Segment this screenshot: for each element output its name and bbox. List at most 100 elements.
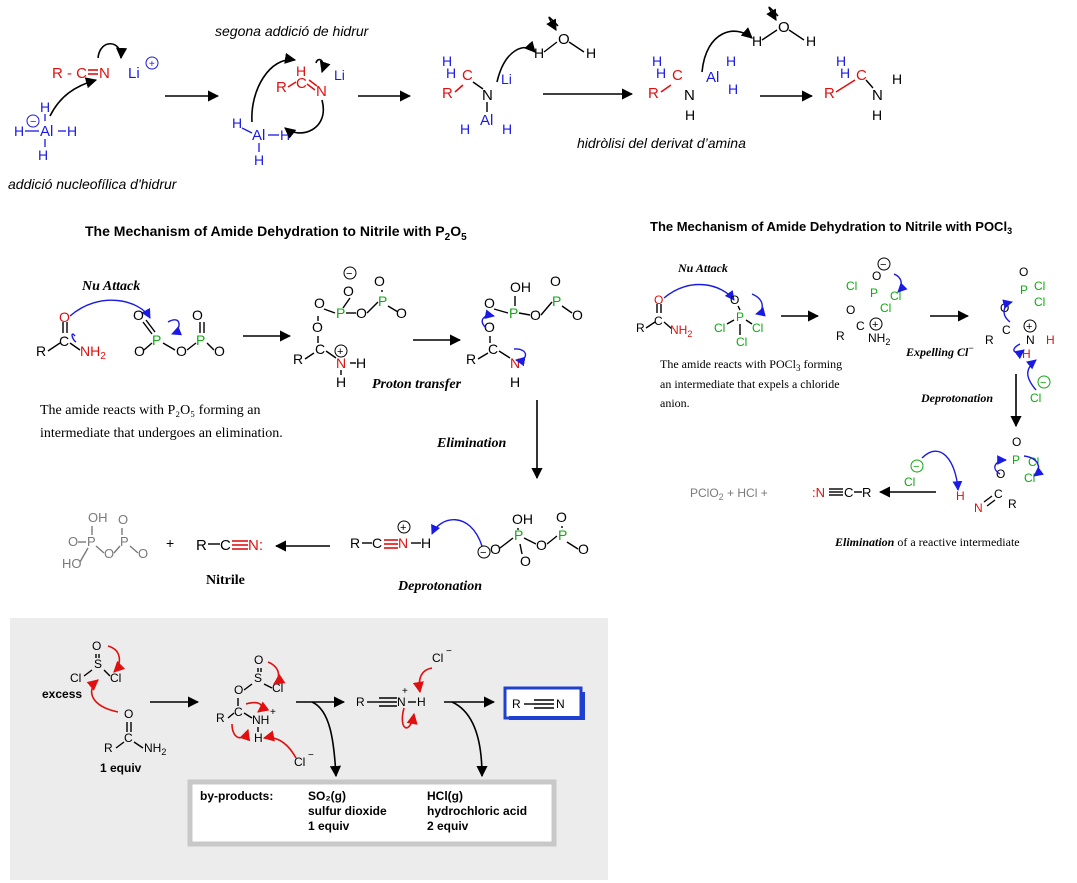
svg-text:O: O	[314, 295, 325, 311]
svg-text:C: C	[462, 67, 473, 84]
nitrile-n: N	[99, 65, 110, 82]
socl2-panel: O S Cl Cl excess O C R NH2 1 equiv	[10, 618, 608, 880]
curly-arrow	[97, 42, 128, 60]
svg-text:O: O	[118, 512, 128, 527]
alh4-al: Al	[40, 123, 53, 140]
svg-text:O: O	[1019, 265, 1028, 279]
chlorosulfite-intermediate: O S Cl O C R NH + H	[216, 653, 297, 759]
svg-text:Cl: Cl	[736, 335, 747, 349]
curly-arrow-hydride	[49, 77, 98, 117]
arrow-hcl-release	[451, 701, 488, 778]
byproducts-box: by-products: SO₂(g) sulfur dioxide 1 equ…	[187, 779, 557, 847]
svg-text:R: R	[466, 351, 476, 367]
svg-text:P: P	[336, 305, 345, 321]
svg-text:N: N	[510, 355, 520, 371]
svg-text:O: O	[59, 309, 70, 325]
svg-text:N: N	[1026, 333, 1035, 347]
svg-text:O: O	[138, 546, 148, 561]
hcl-equiv: 2 equiv	[427, 819, 469, 833]
svg-text:H: H	[417, 695, 426, 709]
svg-text:P: P	[736, 310, 744, 324]
svg-text:−: −	[1040, 377, 1046, 389]
svg-text:C: C	[672, 67, 683, 84]
svg-text:H: H	[752, 33, 762, 49]
svg-text:Cl: Cl	[1034, 279, 1045, 293]
svg-text:N: N	[336, 355, 346, 371]
svg-text:Cl: Cl	[714, 321, 725, 335]
svg-text:R: R	[862, 485, 871, 500]
svg-text:C: C	[856, 67, 867, 84]
svg-text:O: O	[92, 639, 101, 653]
svg-text:P: P	[120, 534, 129, 549]
hcl-formula: HCl(g)	[427, 789, 463, 803]
pocl3-byproducts: PClO2 + HCl +	[690, 486, 768, 502]
svg-text:NH2: NH2	[80, 343, 106, 362]
svg-text:NH: NH	[252, 713, 269, 727]
p2o5-nu-attack: Nu Attack	[81, 279, 140, 294]
svg-text:H: H	[1046, 333, 1055, 347]
svg-text:H: H	[726, 53, 736, 69]
pocl3-description-2: an intermediate that expels a chloride	[660, 377, 840, 391]
p2o5-mechanism: The Mechanism of Amide Dehydration to Ni…	[36, 223, 589, 594]
svg-text:O: O	[134, 343, 145, 359]
svg-text:O: O	[846, 303, 855, 317]
svg-text:C: C	[1002, 323, 1011, 337]
svg-text:H: H	[254, 731, 263, 745]
svg-text:S: S	[254, 671, 262, 685]
svg-text:O: O	[214, 343, 225, 359]
svg-text:N: N	[684, 87, 695, 104]
svg-text:Li: Li	[501, 71, 512, 87]
p2o5-elimination: Elimination	[436, 436, 506, 451]
svg-text:O: O	[490, 541, 501, 557]
svg-text:H: H	[446, 65, 456, 81]
svg-text:Cl: Cl	[110, 671, 121, 685]
svg-text:C: C	[856, 319, 865, 333]
svg-text:O: O	[254, 653, 263, 667]
svg-text:O: O	[578, 541, 589, 557]
svg-text:Cl: Cl	[880, 301, 891, 315]
svg-text:R: R	[636, 321, 645, 335]
svg-text:H: H	[534, 45, 544, 61]
svg-text:H: H	[232, 115, 242, 131]
svg-text:−: −	[913, 461, 919, 473]
svg-text:+: +	[872, 319, 878, 331]
svg-text:Al: Al	[480, 112, 493, 129]
svg-text:NH2: NH2	[670, 323, 692, 339]
svg-text:P: P	[558, 527, 567, 543]
svg-text:R: R	[293, 351, 303, 367]
metaphosphate-byproduct: OH P O HO O P O O	[62, 510, 148, 571]
nitrile-r-c: R - C	[52, 65, 87, 82]
svg-text:−: −	[880, 259, 886, 271]
svg-text:N: N	[872, 87, 883, 104]
pocl3-elimination-caption: Elimination of a reactive intermediate	[834, 535, 1020, 549]
aluminium-amide-intermediate: H H C R N Li Al H H H O H	[442, 16, 596, 137]
svg-text:O: O	[484, 319, 495, 335]
socl2-molecule: O S Cl Cl excess	[42, 639, 126, 701]
svg-text:O: O	[176, 343, 187, 359]
svg-text:H: H	[652, 53, 662, 69]
svg-text:R: R	[824, 85, 835, 102]
svg-text:Cl: Cl	[890, 289, 901, 303]
svg-text:Cl: Cl	[1028, 455, 1039, 469]
chloride-ion-3: Cl −	[294, 750, 314, 769]
svg-text:R: R	[216, 711, 225, 725]
svg-text:O: O	[558, 31, 570, 48]
svg-text:+: +	[400, 522, 406, 534]
svg-text:N:: N:	[248, 537, 263, 554]
svg-text:C: C	[654, 314, 663, 328]
svg-text:R: R	[512, 697, 521, 711]
svg-text:P: P	[378, 293, 387, 309]
p2o5-protonated: OH P O O P O O O C R N H	[466, 273, 583, 390]
svg-text:O: O	[572, 307, 583, 323]
svg-text:H: H	[1022, 347, 1031, 361]
svg-text:O: O	[520, 553, 531, 569]
svg-text:O: O	[872, 269, 881, 283]
svg-text:P: P	[196, 332, 205, 348]
svg-text:+: +	[1026, 321, 1032, 333]
alh4-molecule: H Al H H H −	[14, 77, 98, 163]
svg-text:Al: Al	[706, 69, 719, 86]
lithium-1: Li	[128, 65, 140, 82]
svg-text:R: R	[196, 537, 207, 554]
svg-text:OH: OH	[512, 511, 533, 527]
svg-text:P: P	[509, 305, 518, 321]
